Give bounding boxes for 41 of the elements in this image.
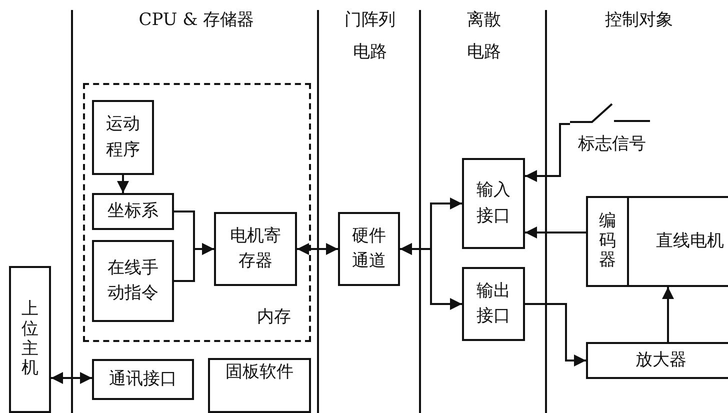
- motor-box: [586, 196, 728, 287]
- process-box: [208, 358, 311, 413]
- arrow: [117, 175, 129, 193]
- arrow: [525, 303, 586, 366]
- process-box: [338, 212, 400, 286]
- box-label: 固板软件: [224, 361, 294, 384]
- arrow: [51, 372, 92, 384]
- box-label: 直线电机: [656, 230, 724, 253]
- arrow: [662, 287, 674, 342]
- arrow: [525, 226, 586, 238]
- column-heading: CPU & 存储器: [138, 9, 256, 32]
- process-box: [586, 342, 728, 379]
- box-label: 标志信号: [578, 133, 646, 156]
- process-box: [92, 100, 154, 175]
- box-label: 通讯接口: [108, 368, 178, 391]
- column-heading: 控制对象: [604, 9, 674, 32]
- arrow: [400, 243, 462, 310]
- box-label: 电机寄存器: [229, 224, 282, 273]
- arrow: [525, 123, 570, 182]
- column-heading: 离散电路: [466, 9, 502, 64]
- arrow: [174, 243, 214, 282]
- process-box: [92, 240, 174, 322]
- column-heading: 门阵列电路: [344, 9, 396, 64]
- process-box: [9, 266, 51, 413]
- box-label: 坐标系: [106, 200, 160, 223]
- box-label: 编码器: [598, 212, 617, 271]
- process-box: [462, 267, 525, 341]
- box-label: 放大器: [634, 348, 688, 372]
- process-box: [214, 212, 297, 286]
- region-label: 内存: [257, 306, 291, 328]
- box-label: 上位主机: [20, 300, 40, 379]
- box-label: 硬件通道: [351, 224, 387, 273]
- process-box: [92, 359, 194, 400]
- arrow: [297, 243, 338, 255]
- process-box: [462, 158, 525, 249]
- box-label: 输入接口: [476, 179, 512, 228]
- box-label: 在线手动指令: [106, 256, 160, 305]
- process-box: [92, 193, 174, 230]
- box-label: 输出接口: [476, 280, 512, 328]
- memory-region: [83, 83, 311, 342]
- box-label: 运动程序: [105, 113, 141, 162]
